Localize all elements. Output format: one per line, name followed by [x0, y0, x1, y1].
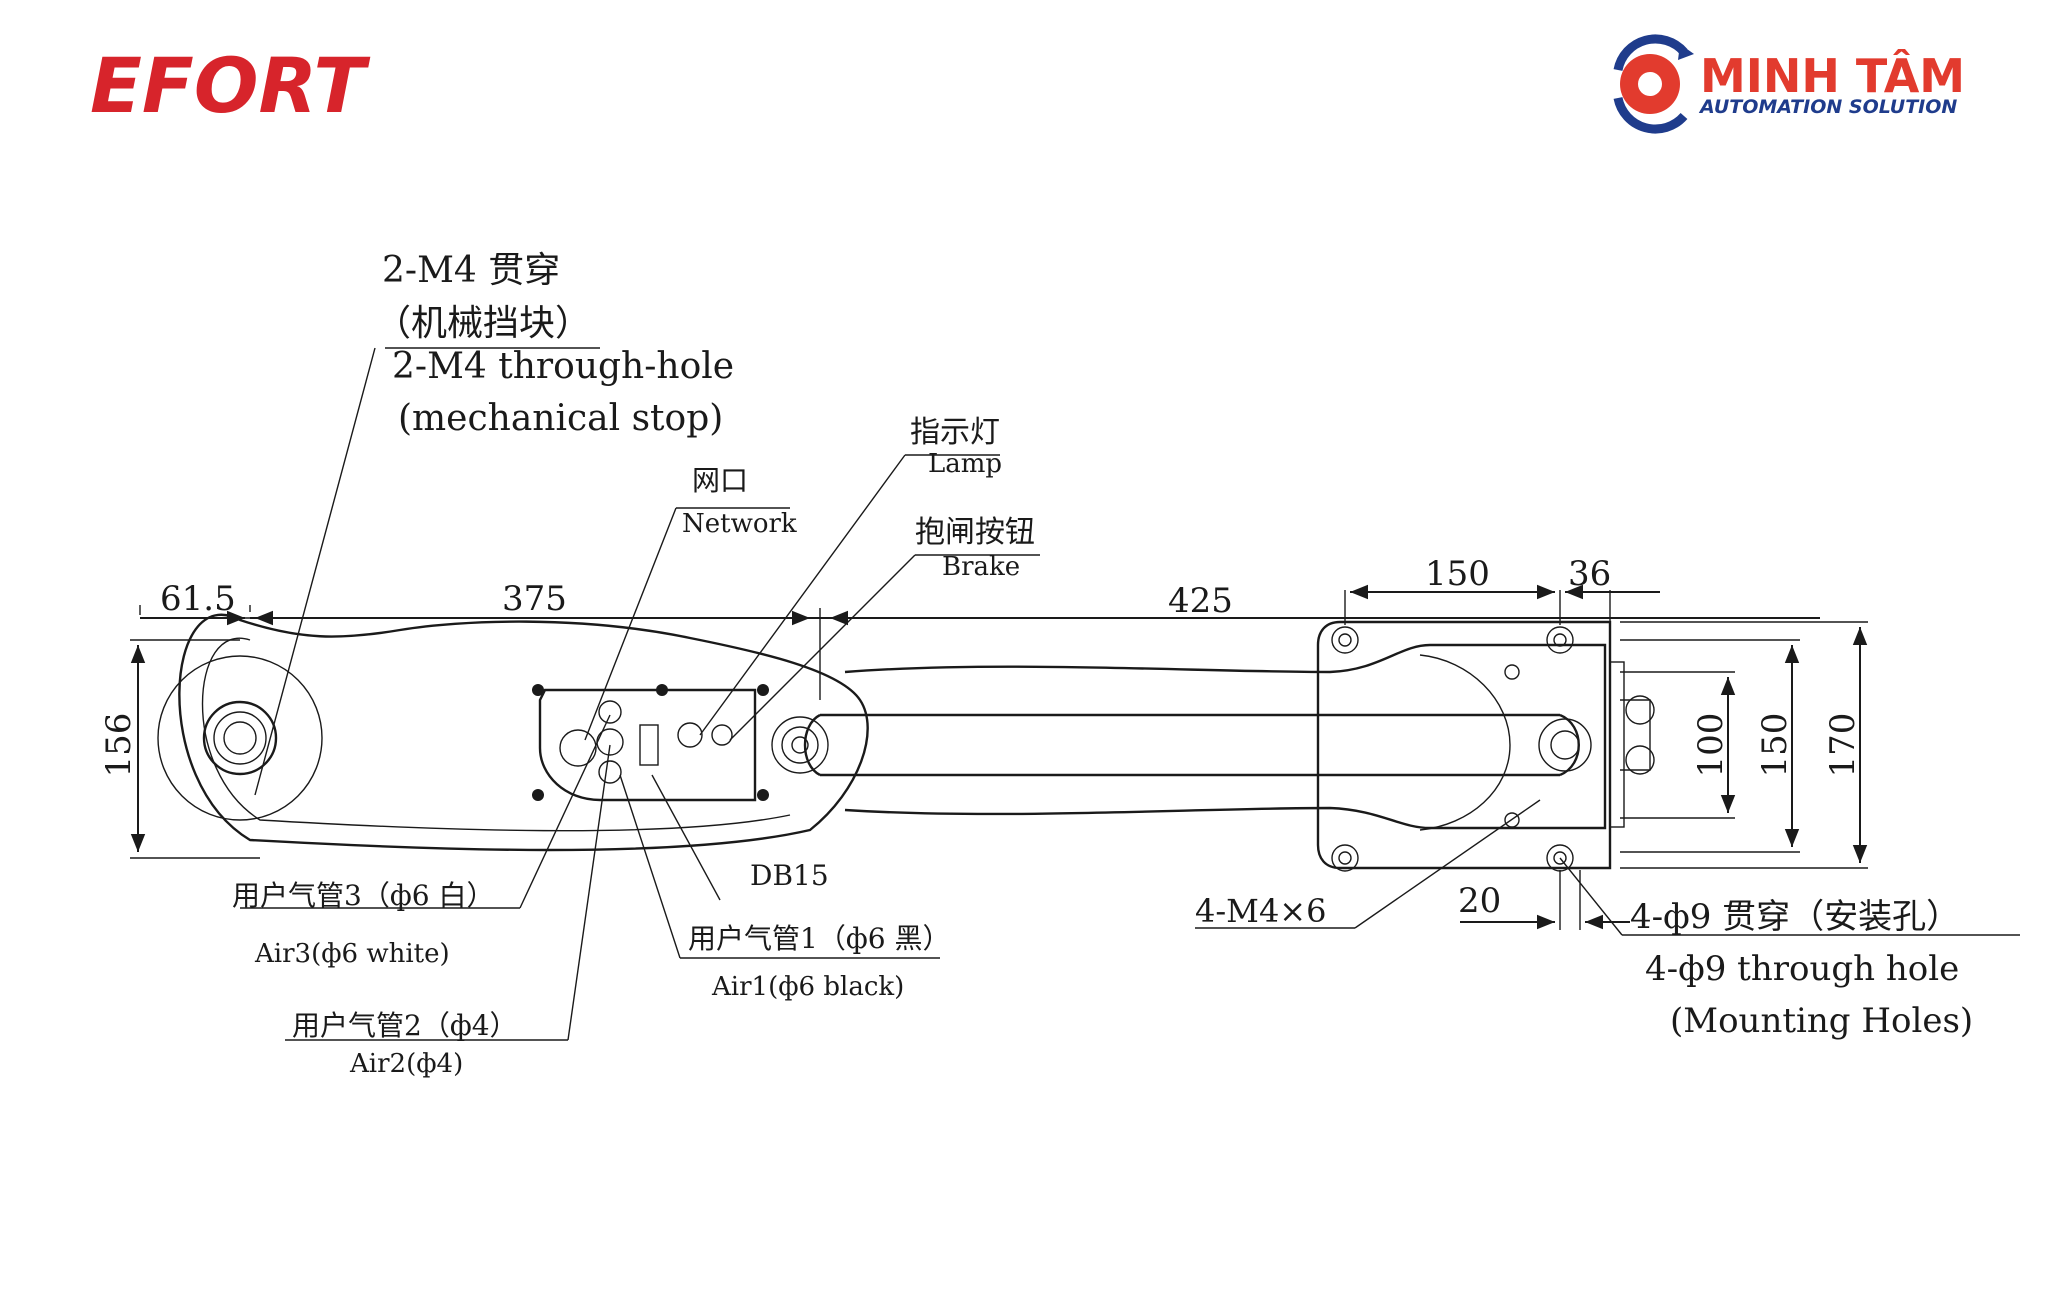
stop-label-en-1: 2-M4 through-hole — [392, 346, 734, 387]
dim-150-side: 150 — [1755, 713, 1795, 778]
lamp-label-en: Lamp — [928, 449, 1002, 479]
joint-1-shaft — [157, 655, 323, 821]
network-label-cn: 网口 — [692, 464, 748, 497]
air1-label-cn: 用户气管1（ф6 黑） — [688, 922, 950, 955]
dimension-lines — [130, 584, 1868, 930]
mounting-base — [1316, 620, 1655, 872]
gear-icon — [1613, 34, 1694, 134]
dim-170: 170 — [1823, 713, 1863, 778]
m4x6-label: 4-M4×6 — [1195, 892, 1326, 930]
minh-tam-logo: MINH TÂM AUTOMATION SOLUTION — [1613, 34, 1965, 134]
dim-61-5: 61.5 — [160, 579, 236, 619]
dim-36: 36 — [1568, 554, 1611, 594]
network-label-en: Network — [682, 509, 797, 539]
stop-label-cn-1: 2-M4 贯穿 — [382, 250, 560, 291]
air3-label-cn: 用户气管3（ф6 白） — [232, 879, 494, 912]
lamp-label-cn: 指示灯 — [910, 415, 1000, 450]
dim-150-top: 150 — [1425, 554, 1490, 594]
db15-label: DB15 — [750, 859, 829, 892]
air3-label-en: Air3(ф6 white) — [254, 939, 450, 969]
dim-425: 425 — [1168, 581, 1233, 621]
mount-label-en-2: (Mounting Holes) — [1670, 1001, 1973, 1041]
robot-arm-outline — [157, 613, 1655, 872]
stop-label-en-2: (mechanical stop) — [398, 398, 723, 439]
mount-label-en-1: 4-ф9 through hole — [1645, 949, 1959, 989]
dim-156: 156 — [99, 713, 139, 778]
mount-label-cn: 4-ф9 贯穿（安装孔） — [1630, 897, 1960, 937]
minh-tam-logo-text: MINH TÂM — [1700, 49, 1965, 103]
elbow-connector — [771, 716, 829, 774]
leader-lines — [240, 347, 2020, 1041]
dim-100: 100 — [1691, 713, 1731, 778]
minh-tam-logo-subtext: AUTOMATION SOLUTION — [1698, 96, 1957, 118]
dimension-labels: 61.5 375 425 150 36 156 100 150 170 20 — [99, 554, 1863, 921]
air2-label-cn: 用户气管2（ф4） — [292, 1009, 518, 1042]
brake-label-cn: 抱闸按钮 — [915, 515, 1035, 550]
callout-labels: 2-M4 贯穿 （机械挡块） 2-M4 through-hole (mechan… — [232, 250, 1973, 1079]
stop-label-cn-2: （机械挡块） — [375, 303, 591, 344]
air1-label-en: Air1(ф6 black) — [711, 972, 904, 1002]
efort-logo-text: EFORT — [90, 41, 371, 130]
connector-panel — [532, 684, 769, 802]
efort-logo: EFORT — [90, 41, 371, 130]
dim-20: 20 — [1458, 881, 1501, 921]
air2-label-en: Air2(ф4) — [349, 1049, 463, 1079]
brake-label-en: Brake — [942, 552, 1020, 582]
dim-375: 375 — [502, 579, 567, 619]
